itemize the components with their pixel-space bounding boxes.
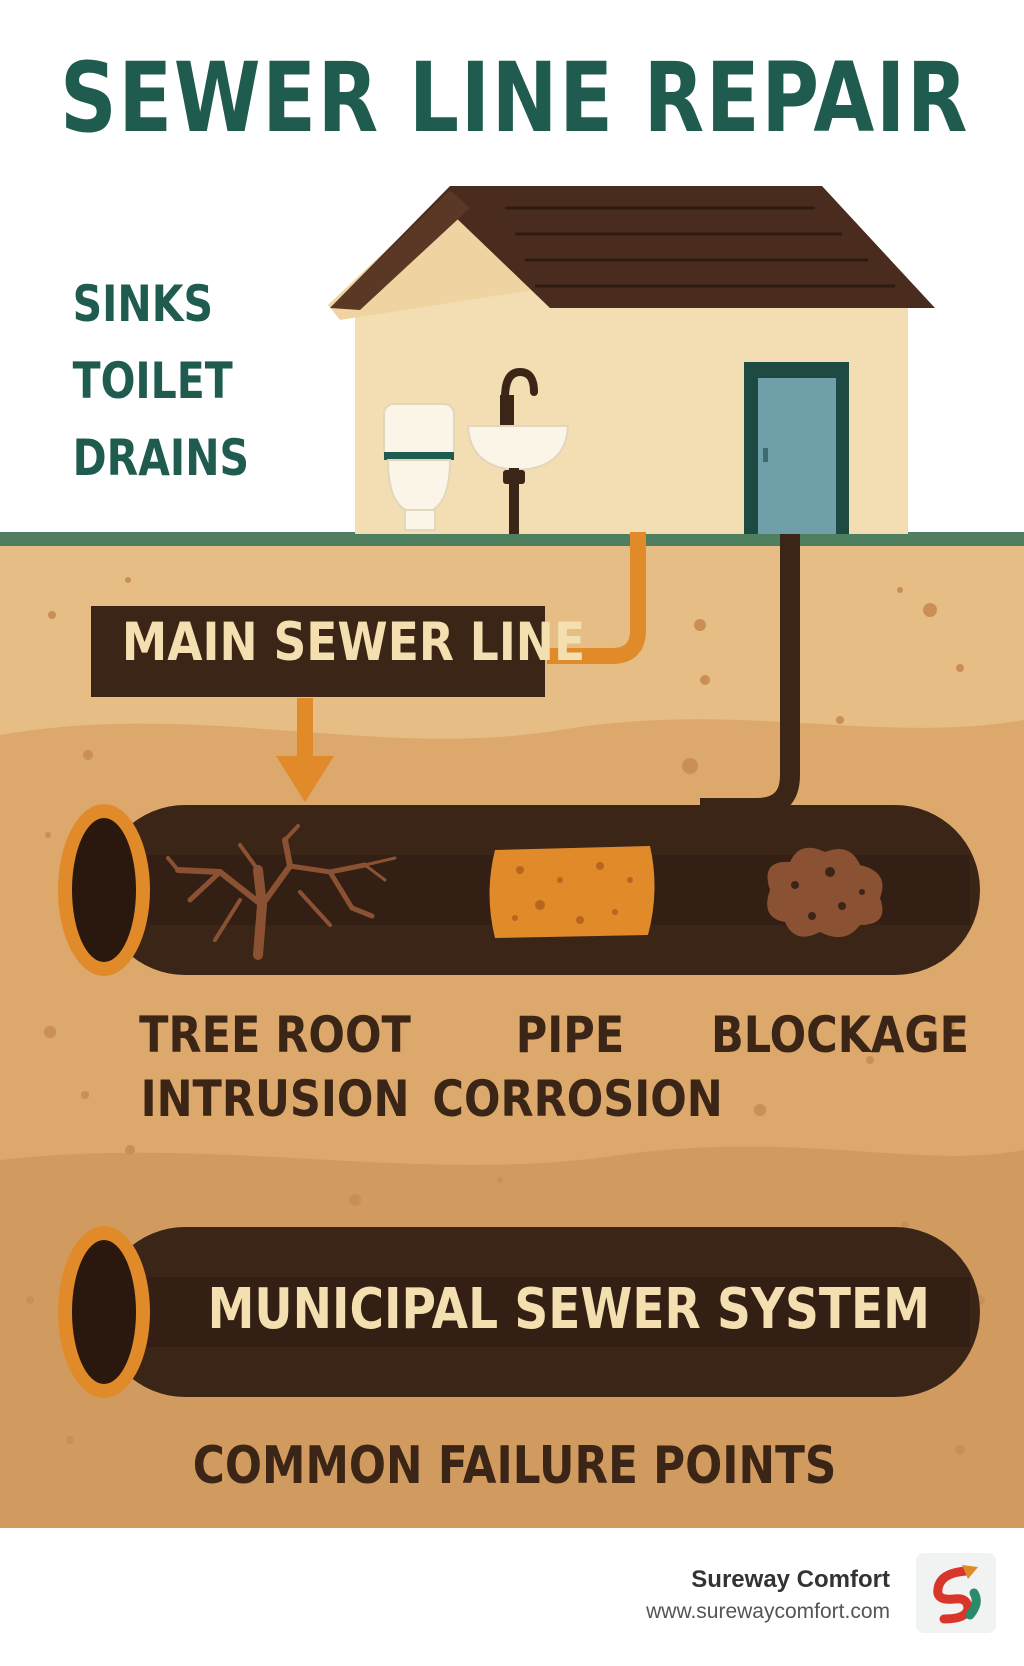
brand-name: Sureway Comfort: [691, 1566, 890, 1593]
failure-point-line1: TREE ROOT: [139, 1006, 411, 1064]
orange-drain-pipe: [546, 532, 646, 664]
failure-point-line2: CORROSION: [432, 1070, 723, 1128]
caption-common-failure-points: COMMON FAILURE POINTS: [192, 1436, 837, 1496]
failure-point-line2: INTRUSION: [140, 1070, 410, 1128]
main-sewer-line-label: MAIN SEWER LINE: [121, 612, 586, 673]
door-handle: [763, 448, 768, 462]
failure-point-tree-root: TREE ROOT INTRUSION: [137, 1003, 412, 1131]
failure-point-corrosion: PIPE CORROSION: [432, 1003, 723, 1131]
fixture-label-toilet: TOILET: [72, 352, 233, 410]
footer-background: [0, 1528, 1024, 1666]
toilet-icon: [383, 403, 455, 531]
sink-icon: [466, 367, 570, 534]
brand-url[interactable]: www.surewaycomfort.com: [646, 1600, 890, 1623]
municipal-sewer-label: MUNICIPAL SEWER SYSTEM: [207, 1277, 930, 1342]
door: [758, 378, 836, 534]
page-title: SEWER LINE REPAIR: [60, 42, 970, 154]
failure-point-blockage: BLOCKAGE: [702, 1003, 977, 1067]
fixture-label-sinks: SINKS: [72, 275, 213, 333]
roof-shingle-lines: [505, 206, 895, 288]
ground-line: [0, 532, 1024, 546]
municipal-pipe: [58, 1226, 980, 1398]
failure-point-line1: PIPE: [515, 1006, 625, 1064]
main-sewer-label-box: [89, 604, 547, 699]
down-arrow-icon: [276, 698, 334, 802]
blockage-clump-icon: [767, 847, 883, 938]
sureway-logo-icon: [916, 1553, 996, 1633]
soil-speckles: [26, 577, 985, 1455]
failure-point-line1: BLOCKAGE: [710, 1006, 970, 1064]
house: [328, 186, 935, 534]
tree-root-icon: [166, 824, 397, 960]
fixture-label-drains: DRAINS: [72, 429, 250, 487]
house-roof: [330, 186, 935, 308]
corrosion-patch-icon: [489, 846, 655, 938]
